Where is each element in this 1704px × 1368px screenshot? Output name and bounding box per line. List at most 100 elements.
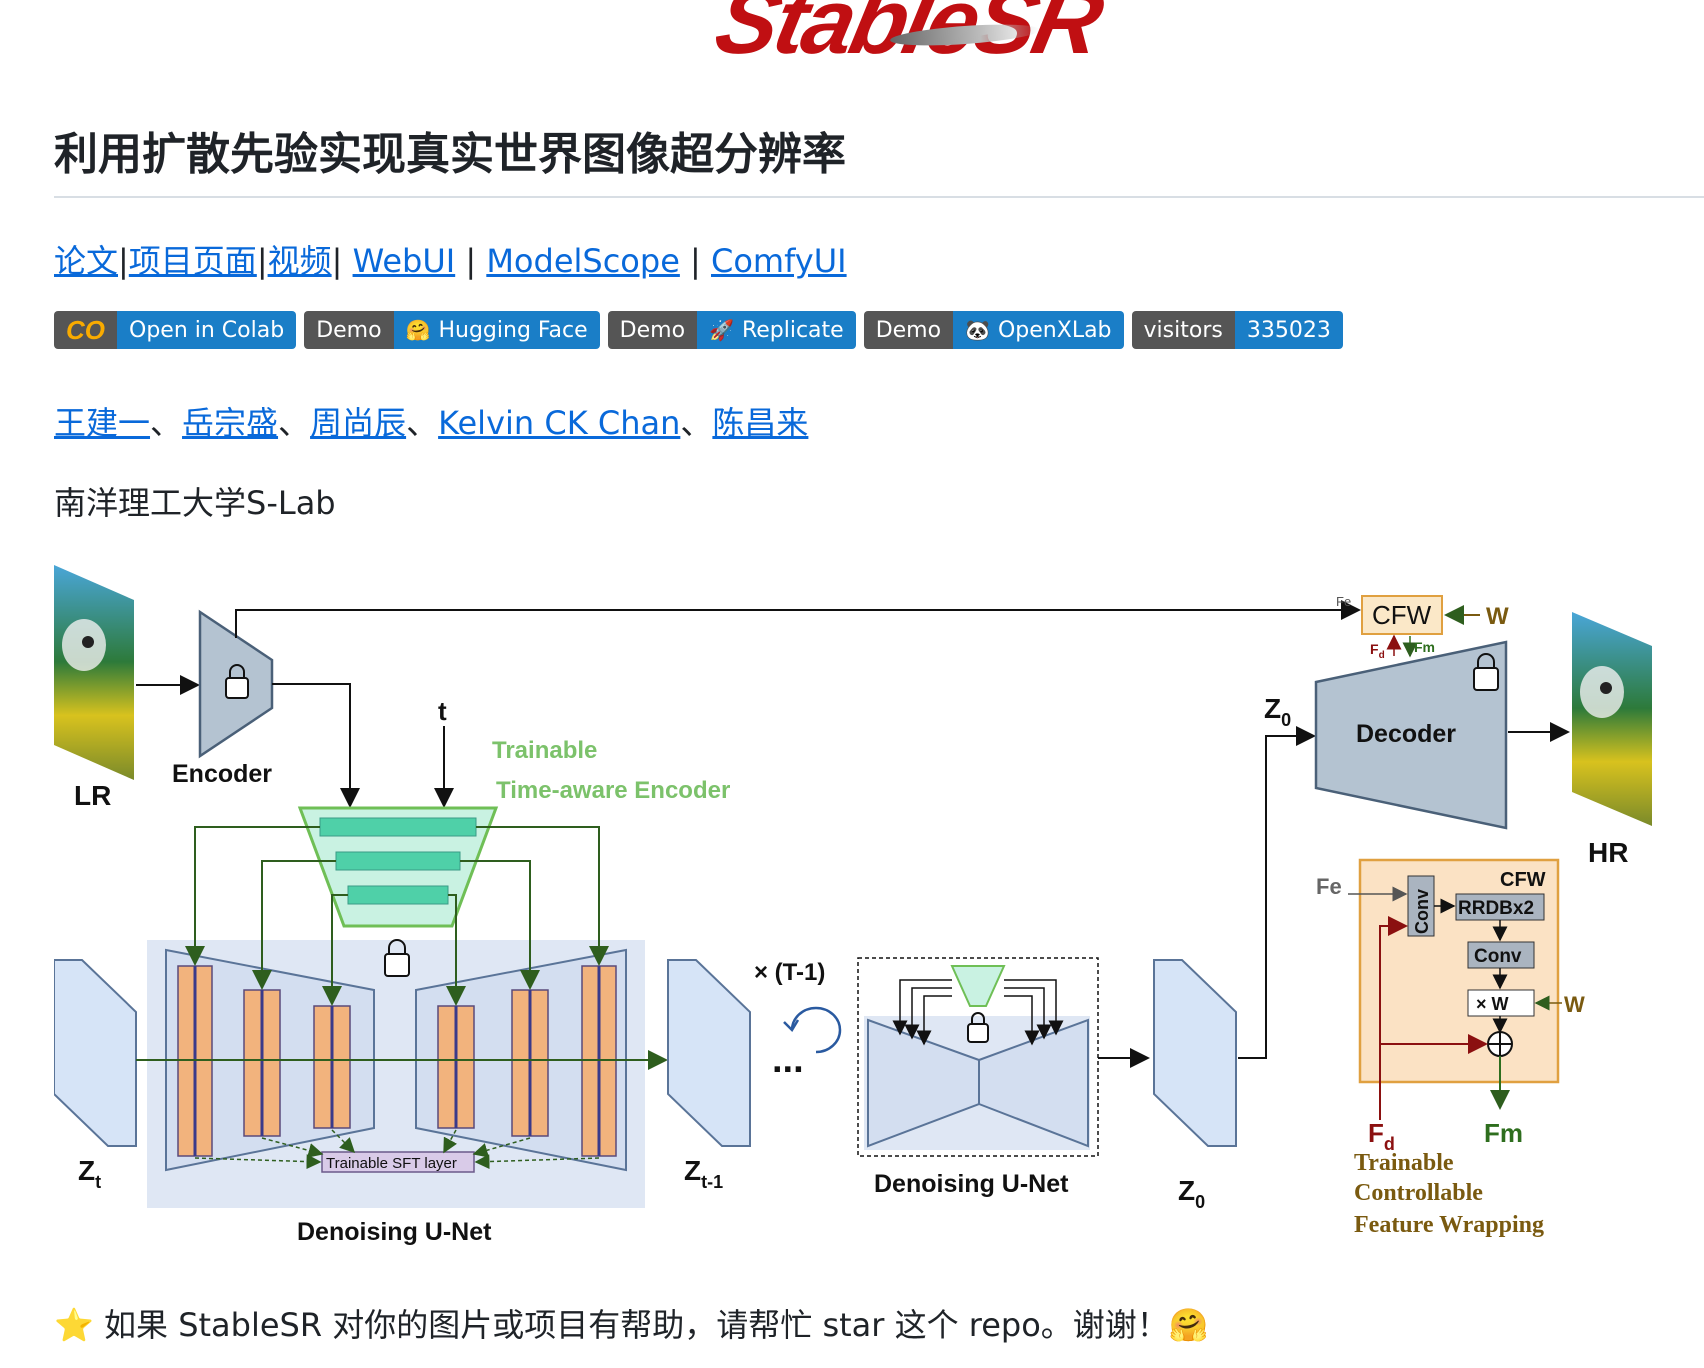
badge-visitors[interactable]: visitors 335023 bbox=[1131, 311, 1343, 349]
author-separator: 、 bbox=[680, 404, 713, 442]
denoising-unet-label-2: Denoising U-Net bbox=[874, 1170, 1069, 1198]
link-webui[interactable]: WebUI bbox=[352, 242, 456, 280]
authors-row: 王建一、岳宗盛、周尚辰、Kelvin CK Chan、陈昌来 bbox=[54, 398, 808, 444]
badge-left-label: Demo bbox=[863, 311, 954, 349]
link-comfyui[interactable]: ComfyUI bbox=[711, 242, 847, 280]
w-label: W bbox=[1486, 603, 1509, 630]
badges-row: CO Open in Colab Demo 🤗Hugging Face Demo… bbox=[54, 311, 1343, 349]
link-video[interactable]: 视频 bbox=[267, 242, 332, 280]
t-label: t bbox=[438, 696, 447, 726]
zt1-latent-block bbox=[667, 959, 751, 1147]
sft-layer-label: Trainable SFT layer bbox=[326, 1155, 457, 1172]
conv-box bbox=[1467, 941, 1535, 969]
multiply-w-box bbox=[1467, 989, 1535, 1017]
cfw-fe-label: Fe bbox=[1316, 874, 1342, 899]
cfw-w-label: W bbox=[1564, 992, 1585, 1017]
sft-connections bbox=[185, 826, 609, 1006]
lr-label: LR bbox=[74, 780, 111, 811]
sft-layer-box bbox=[321, 1151, 475, 1173]
links-separator: | bbox=[679, 242, 711, 280]
zt-label: Zt bbox=[78, 1155, 101, 1192]
encoder-to-cfw-line bbox=[235, 600, 1361, 638]
trainable-label: Trainable bbox=[492, 737, 597, 764]
colab-icon: CO bbox=[66, 314, 105, 345]
hugging-face-icon: 🤗 bbox=[1168, 1306, 1209, 1344]
star-request-note: ⭐ 如果 StableSR 对你的图片或项目有帮助，请帮忙 star 这个 re… bbox=[54, 1300, 1209, 1346]
badge-demo-hugging-face[interactable]: Demo 🤗Hugging Face bbox=[304, 311, 600, 349]
badge-right-label: Replicate bbox=[741, 317, 844, 343]
rocket-icon: 🚀 bbox=[709, 318, 734, 342]
cfw-caption-3: Feature Wrapping bbox=[1354, 1212, 1544, 1238]
lr-image bbox=[54, 565, 134, 780]
fd-path bbox=[1379, 916, 1408, 1120]
ellipsis: ... bbox=[772, 1039, 804, 1081]
badge-demo-openxlab[interactable]: Demo 🐼 OpenXLab bbox=[863, 311, 1124, 349]
conv-label: Conv bbox=[1474, 946, 1522, 967]
link-paper[interactable]: 论文 bbox=[54, 242, 119, 280]
small-encoder-shape bbox=[950, 965, 1006, 1007]
z0-decoder-label: Z0 bbox=[1264, 693, 1291, 730]
author-link[interactable]: 周尚辰 bbox=[310, 404, 407, 442]
unet-feature-blocks bbox=[177, 965, 617, 1157]
lock-icon bbox=[967, 1012, 989, 1043]
hr-label: HR bbox=[1588, 837, 1628, 868]
z0-to-decoder-arrow bbox=[1238, 726, 1316, 1059]
fe-small-label: Fe bbox=[1336, 594, 1351, 609]
links-row: 论文|项目页面|视频| WebUI | ModelScope | ComfyUI bbox=[54, 236, 847, 282]
author-link[interactable]: Kelvin CK Chan bbox=[438, 404, 681, 442]
visitor-count: 335023 bbox=[1234, 311, 1343, 349]
decoder-label: Decoder bbox=[1356, 720, 1456, 748]
cfw-small-box bbox=[1361, 595, 1443, 635]
z0-label: Z0 bbox=[1178, 1175, 1205, 1212]
links-separator: | bbox=[118, 242, 129, 280]
encoder-feature-bar bbox=[319, 817, 477, 837]
author-link[interactable]: 岳宗盛 bbox=[182, 404, 279, 442]
encoder-to-time-encoder-arrow bbox=[272, 683, 360, 808]
badge-open-in-colab[interactable]: CO Open in Colab bbox=[54, 311, 297, 349]
page-title: 利用扩散先验实现真实世界图像超分辨率 bbox=[54, 129, 846, 180]
author-separator: 、 bbox=[278, 404, 311, 442]
link-project-page[interactable]: 项目页面 bbox=[128, 242, 257, 280]
zt1-label: Zt-1 bbox=[684, 1155, 723, 1192]
links-separator: | bbox=[256, 242, 268, 280]
star-icon: ⭐ bbox=[54, 1306, 94, 1344]
panda-icon: 🐼 bbox=[965, 318, 990, 342]
encoder-feature-bar bbox=[335, 851, 461, 871]
encoder-feature-bar bbox=[347, 885, 449, 905]
fm-small-label: Fm bbox=[1414, 639, 1435, 655]
cfw-caption-1: Trainable bbox=[1354, 1150, 1454, 1176]
hugging-face-icon: 🤗 bbox=[405, 318, 431, 342]
badge-left-label: Demo bbox=[607, 311, 698, 349]
links-separator: | bbox=[331, 242, 353, 280]
sum-node bbox=[1487, 1031, 1513, 1057]
time-aware-encoder-label: Time-aware Encoder bbox=[496, 777, 730, 804]
repeat-label: × (T-1) bbox=[754, 959, 825, 986]
cfw-caption-2: Controllable bbox=[1354, 1180, 1483, 1206]
lock-icon bbox=[225, 664, 249, 699]
badge-colab-label: Open in Colab bbox=[117, 311, 297, 349]
link-modelscope[interactable]: ModelScope bbox=[486, 242, 680, 280]
badge-right-label: OpenXLab bbox=[997, 317, 1112, 343]
zt-latent-block bbox=[54, 959, 137, 1147]
lock-icon bbox=[384, 939, 410, 977]
author-separator: 、 bbox=[150, 404, 183, 442]
fd-small-label: Fd bbox=[1370, 641, 1385, 661]
multiply-w-label: × W bbox=[1476, 994, 1509, 1014]
stablesr-logo: StableSR bbox=[690, 0, 1109, 73]
star-note-text: 如果 StableSR 对你的图片或项目有帮助，请帮忙 star 这个 repo… bbox=[93, 1306, 1169, 1344]
cfw-fd-label: Fd bbox=[1368, 1118, 1395, 1154]
rrdb-label: RRDBx2 bbox=[1458, 898, 1534, 919]
z0-latent-block bbox=[1153, 959, 1237, 1147]
author-link[interactable]: 陈昌来 bbox=[712, 404, 809, 442]
hr-image bbox=[1572, 612, 1652, 826]
lock-icon bbox=[1473, 653, 1499, 691]
cfw-detail-title: CFW bbox=[1500, 869, 1546, 891]
badge-demo-replicate[interactable]: Demo 🚀 Replicate bbox=[607, 311, 856, 349]
encoder-label: Encoder bbox=[172, 760, 272, 788]
title-divider bbox=[54, 196, 1704, 198]
author-link[interactable]: 王建一 bbox=[54, 404, 151, 442]
decoder-block bbox=[1314, 640, 1508, 830]
cfw-small-label: CFW bbox=[1372, 600, 1432, 630]
cfw-fm-label: Fm bbox=[1484, 1118, 1523, 1148]
stablesr-architecture-diagram: LR Encoder t Trainable Time-aware Encode… bbox=[54, 565, 1652, 1246]
